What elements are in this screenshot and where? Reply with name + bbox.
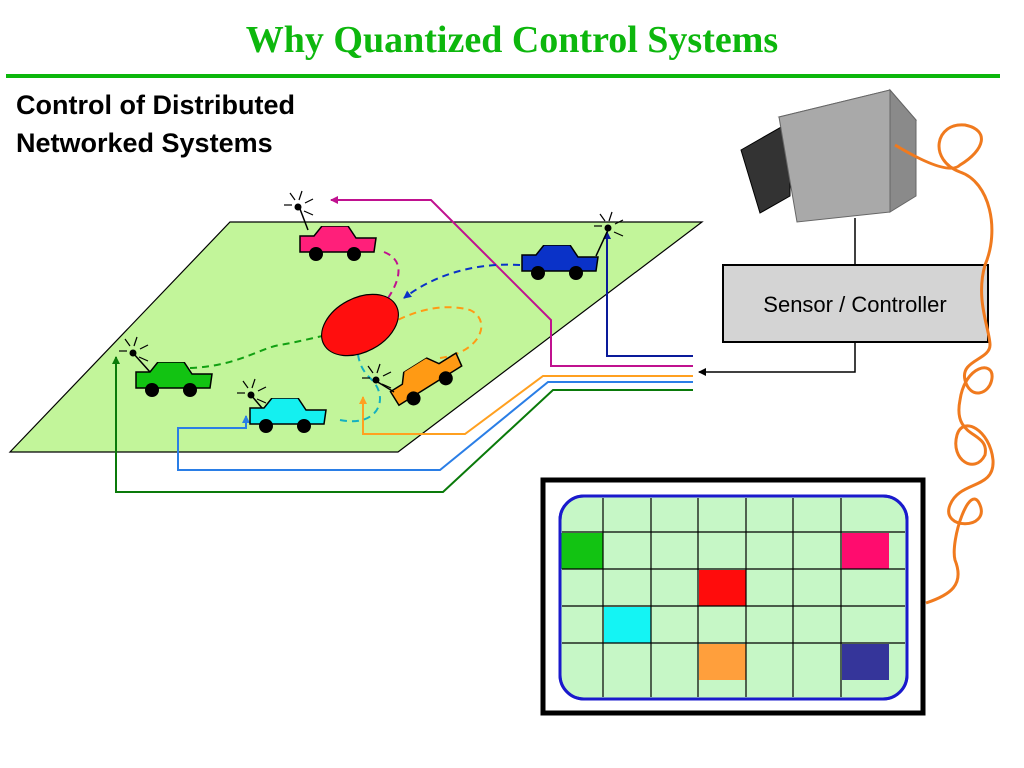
monitor [540, 477, 926, 716]
target-region [321, 293, 399, 357]
grid-cell-highlight [842, 533, 889, 569]
car-green [118, 336, 213, 398]
sensor-controller-label: Sensor / Controller [763, 292, 946, 317]
slide-title: Why Quantized Control Systems [245, 19, 779, 61]
network-links [112, 196, 856, 493]
title-divider [6, 74, 1000, 78]
monitor-grid-lines [562, 498, 905, 697]
subtitle-line-1: Control of Distributed [16, 90, 295, 120]
grid-cell-highlight [699, 570, 746, 606]
car-blue [521, 211, 624, 281]
camera-cable [894, 123, 995, 605]
link-cyan [177, 381, 693, 471]
link-blue [603, 231, 693, 357]
trajectory-blue [403, 263, 521, 299]
subtitle-line-2: Networked Systems [16, 128, 273, 158]
slide-subtitle: Control of Distributed Networked Systems [16, 86, 295, 162]
screen-border [558, 494, 909, 701]
link-pink [330, 196, 693, 367]
monitor-grid [561, 533, 889, 680]
link-controller [698, 342, 856, 376]
link-orange [359, 375, 693, 435]
trajectory-cyan [339, 339, 381, 423]
car-pink [283, 190, 377, 262]
camera-icon [740, 88, 918, 265]
car-cyan [236, 378, 327, 434]
link-green [112, 356, 693, 493]
car-orange-antenna [361, 363, 395, 393]
grid-cell-highlight [604, 607, 651, 643]
trajectory-orange [379, 306, 483, 359]
sensor-controller-box: Sensor / Controller [722, 264, 989, 343]
grid-cell-highlight [699, 644, 746, 680]
grid-cell-highlight [842, 644, 889, 680]
grid-cell-highlight [561, 533, 603, 569]
